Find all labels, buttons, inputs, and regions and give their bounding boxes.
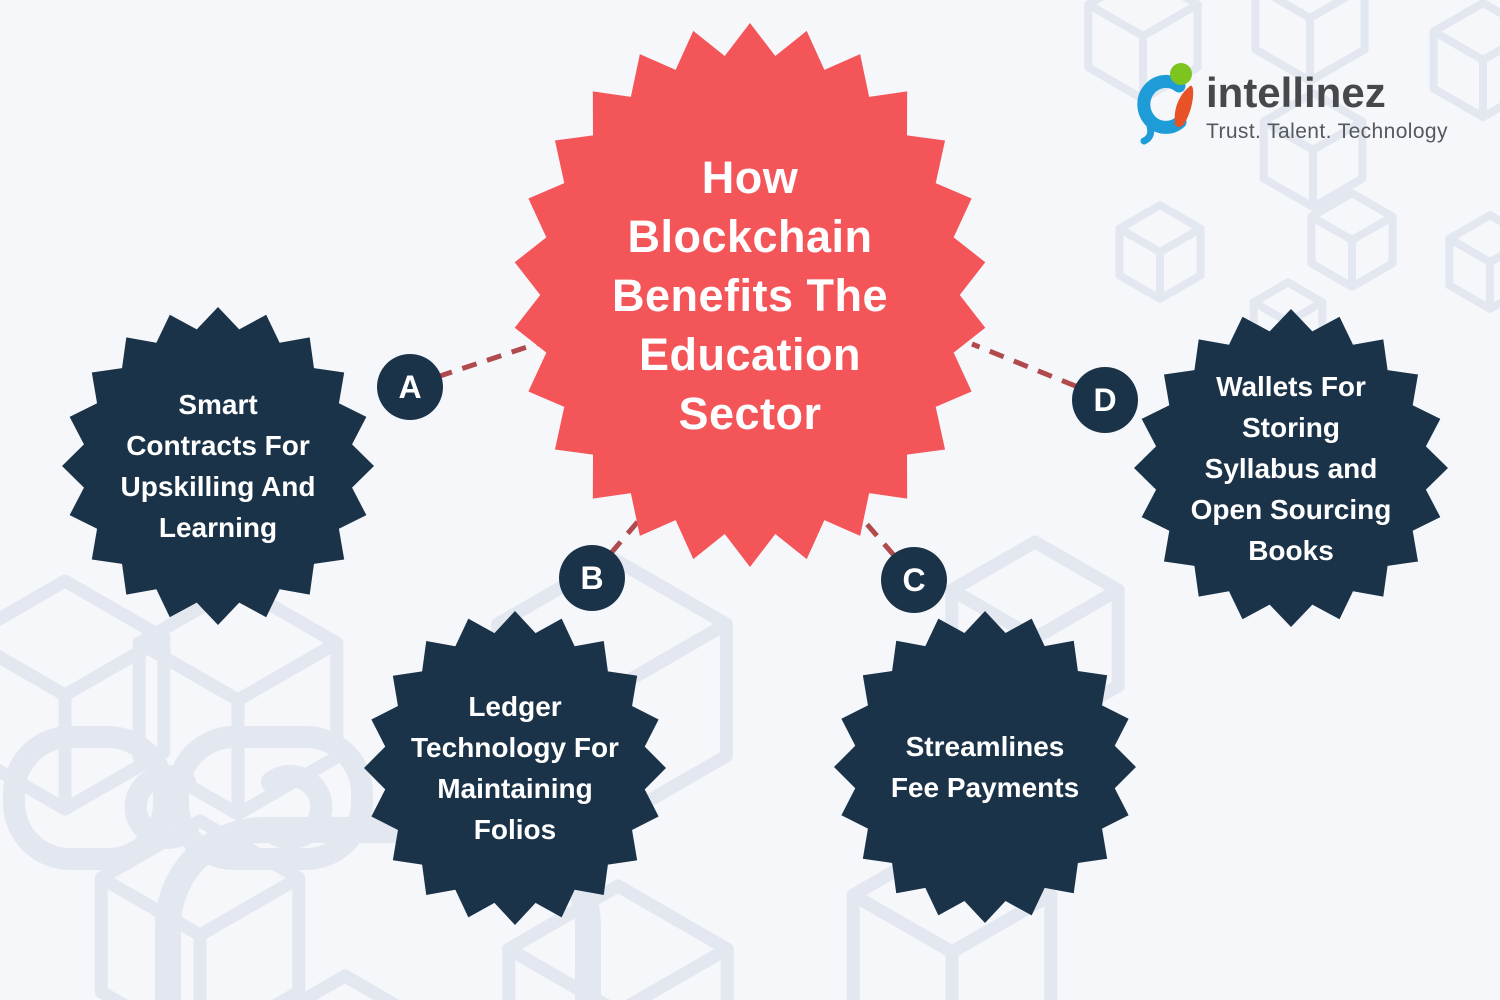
cube-icon	[1251, 0, 1369, 86]
cube-icon	[94, 814, 306, 1000]
node-d-text: Wallets For Storing Syllabus and Open So…	[1134, 309, 1448, 627]
node-c-line: Fee Payments	[890, 772, 1080, 803]
badge-b-letter: B	[580, 559, 604, 596]
logo: intellinez Trust. Talent. Technology	[1136, 60, 1448, 152]
badge-a-letter: A	[398, 368, 422, 405]
node-b-line: Ledger	[468, 691, 562, 722]
label-badge-d: D	[1072, 367, 1138, 433]
center-title-line: How	[701, 151, 799, 203]
logo-blue-tail	[1140, 122, 1155, 145]
connector-line-d	[971, 341, 1101, 399]
benefit-node-a: Smart Contracts For Upskilling And Learn…	[62, 307, 374, 625]
cube-icon	[1445, 211, 1500, 313]
logo-textblock: intellinez Trust. Talent. Technology	[1206, 72, 1448, 144]
node-a-starburst-shape	[62, 307, 374, 625]
label-badge-b: B	[559, 545, 625, 611]
center-title-line: Sector	[678, 387, 822, 439]
label-badge-c: C	[881, 547, 947, 613]
chain-link-large-icon	[155, 817, 601, 1000]
cube-icon	[1259, 89, 1367, 211]
node-d-line: Syllabus and	[1204, 452, 1378, 484]
node-a-text: Smart Contracts For Upskilling And Learn…	[62, 307, 374, 625]
logo-name: intellinez	[1206, 69, 1386, 116]
node-c-text: Streamlines Fee Payments	[834, 611, 1136, 923]
center-title: How Blockchain Benefits The Education Se…	[513, 23, 987, 567]
center-starburst-shape	[514, 23, 986, 567]
benefit-node-b: Ledger Technology For Maintaining Folios	[364, 611, 666, 925]
cube-icon	[846, 831, 1058, 1000]
center-starburst: How Blockchain Benefits The Education Se…	[513, 23, 987, 567]
cube-icon	[132, 579, 344, 821]
node-b-line: Folios	[473, 814, 557, 845]
logo-green-dot	[1170, 63, 1192, 85]
connector-line-a	[412, 337, 549, 388]
benefit-node-c: Streamlines Fee Payments	[834, 611, 1136, 923]
center-title-line: Blockchain	[627, 210, 873, 262]
logo-mark-icon	[1137, 63, 1194, 145]
label-badge-a: A	[377, 354, 443, 420]
node-b-starburst-shape	[364, 611, 666, 925]
node-d-line: Open Sourcing	[1190, 493, 1392, 525]
center-title-line: Education	[638, 328, 861, 380]
benefit-node-d: Wallets For Storing Syllabus and Open So…	[1134, 309, 1448, 627]
node-b-line: Technology For	[411, 732, 619, 763]
node-c-starburst-shape	[834, 611, 1136, 923]
node-c-line: Streamlines	[905, 731, 1065, 762]
logo-blue-crescent	[1137, 74, 1187, 134]
node-d-starburst-shape	[1134, 309, 1448, 627]
node-b-text: Ledger Technology For Maintaining Folios	[364, 611, 666, 925]
cube-icon	[1307, 189, 1397, 291]
node-a-line: Smart	[178, 389, 258, 420]
logo-orange-petal	[1174, 85, 1194, 127]
node-d-line: Wallets For	[1216, 370, 1366, 402]
node-d-line: Books	[1248, 534, 1334, 566]
center-title-line: Benefits The	[611, 269, 889, 321]
node-b-line: Maintaining	[437, 773, 593, 804]
node-a-line: Learning	[158, 512, 278, 543]
cube-icon	[1115, 201, 1205, 303]
node-a-line: Upskilling And	[120, 471, 316, 502]
logo-tagline: Trust. Talent. Technology	[1206, 120, 1448, 143]
node-a-line: Contracts For	[126, 430, 310, 461]
badge-c-letter: C	[902, 561, 926, 598]
node-d-line: Storing	[1242, 411, 1340, 443]
cube-icon	[0, 574, 171, 816]
badge-d-letter: D	[1093, 381, 1117, 418]
cube-icon	[1429, 0, 1500, 121]
cube-icon	[502, 879, 734, 1000]
